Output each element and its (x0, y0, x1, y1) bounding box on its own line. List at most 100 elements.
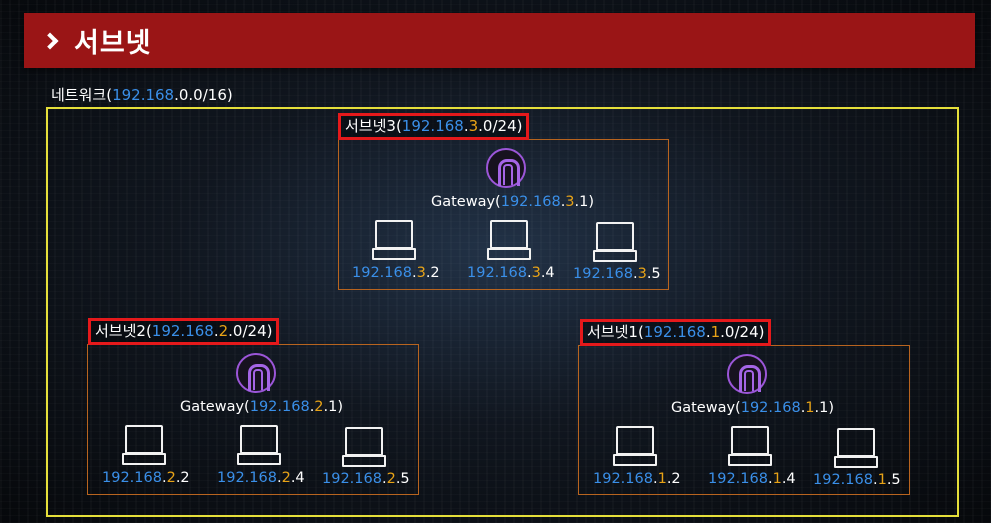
gateway-router-icon (236, 353, 276, 393)
host-ip-dot: . (872, 472, 878, 488)
subnet-1-gateway-label: Gateway(192.168.1.1) (671, 400, 834, 416)
host-ip-network-part: 192.168 (217, 470, 277, 486)
host-ip-subnet-part: 2 (281, 470, 291, 486)
subnet-3-host-2-label: 192.168.3.4 (467, 265, 555, 281)
host-ip-subnet-part: 3 (637, 266, 647, 282)
host-ip-subnet-part: 2 (166, 470, 176, 486)
subnet-label-ip-subnet-part: 2 (218, 322, 229, 340)
computer-monitor-icon (593, 222, 637, 262)
subnet-label-ip-network-part: 192.168 (401, 117, 464, 135)
host-ip-host-part: .5 (395, 471, 410, 487)
network-label-ip-network-part: 192.168 (112, 86, 175, 104)
subnet-2-host-1-label: 192.168.2.2 (102, 470, 190, 486)
gateway-label-suffix: .1) (574, 194, 595, 210)
subnet-2-host-2-label: 192.168.2.4 (217, 470, 305, 486)
host-ip-subnet-part: 1 (772, 471, 782, 487)
subnet-label-prefix: 서브넷2( (95, 322, 152, 340)
network-label: 네트워크(192.168.0.0/16) (51, 84, 233, 105)
host-ip-dot: . (381, 471, 387, 487)
gateway-ip-subnet-part: 2 (314, 399, 324, 415)
subnet-3-label: 서브넷3(192.168.3.0/24) (338, 113, 530, 140)
gateway-ip-dot: . (309, 399, 315, 415)
host-ip-network-part: 192.168 (708, 471, 768, 487)
host-ip-network-part: 192.168 (593, 471, 653, 487)
computer-monitor-icon (342, 427, 386, 467)
host-ip-dot: . (526, 265, 532, 281)
host-ip-dot: . (276, 470, 282, 486)
subnet-label-prefix: 서브넷1( (587, 323, 644, 341)
computer-monitor-icon (372, 220, 416, 260)
gateway-label-suffix: .1) (814, 400, 835, 416)
subnet-2-host-3-label: 192.168.2.5 (322, 471, 410, 487)
subnet-label-ip-subnet-part: 1 (710, 323, 721, 341)
computer-monitor-icon (728, 426, 772, 466)
host-ip-subnet-part: 3 (531, 265, 541, 281)
gateway-label-prefix: Gateway( (180, 399, 250, 415)
host-ip-dot: . (632, 266, 638, 282)
chevron-right-icon (41, 32, 59, 49)
subnet-label-dot: . (705, 323, 711, 341)
host-ip-dot: . (652, 471, 658, 487)
host-ip-network-part: 192.168 (102, 470, 162, 486)
subnet-label-prefix: 서브넷3( (345, 117, 402, 135)
host-ip-subnet-part: 1 (877, 472, 887, 488)
gateway-ip-network-part: 192.168 (740, 400, 801, 416)
host-ip-host-part: .4 (781, 471, 796, 487)
host-ip-host-part: .4 (290, 470, 305, 486)
subnet-label-ip-network-part: 192.168 (643, 323, 706, 341)
subnet-1-host-1-label: 192.168.1.2 (593, 471, 681, 487)
subnet-3-host-1-label: 192.168.3.2 (352, 265, 440, 281)
subnet-label-suffix: .0/24) (720, 323, 765, 341)
gateway-ip-network-part: 192.168 (500, 194, 561, 210)
gateway-ip-subnet-part: 3 (565, 194, 575, 210)
subnet-label-ip-network-part: 192.168 (151, 322, 214, 340)
host-ip-dot: . (767, 471, 773, 487)
computer-monitor-icon (613, 426, 657, 466)
subnet-1-label: 서브넷1(192.168.1.0/24) (580, 319, 772, 346)
gateway-router-icon (727, 354, 767, 394)
computer-monitor-icon (834, 428, 878, 468)
host-ip-host-part: .4 (540, 265, 555, 281)
subnet-1-host-2-label: 192.168.1.4 (708, 471, 796, 487)
network-label-suffix: .0.0/16) (174, 86, 233, 104)
host-ip-host-part: .2 (425, 265, 440, 281)
host-ip-host-part: .2 (666, 471, 681, 487)
subnet-2-gateway-label: Gateway(192.168.2.1) (180, 399, 343, 415)
host-ip-subnet-part: 2 (386, 471, 396, 487)
subnet-label-ip-subnet-part: 3 (468, 117, 479, 135)
host-ip-network-part: 192.168 (467, 265, 527, 281)
subnet-label-suffix: .0/24) (228, 322, 273, 340)
gateway-label-prefix: Gateway( (671, 400, 741, 416)
host-ip-host-part: .5 (886, 472, 901, 488)
page-title: 서브넷 (74, 28, 152, 59)
host-ip-host-part: .5 (646, 266, 661, 282)
host-ip-network-part: 192.168 (322, 471, 382, 487)
subnet-2-label: 서브넷2(192.168.2.0/24) (88, 318, 280, 345)
subnet-3-host-3-label: 192.168.3.5 (573, 266, 661, 282)
host-ip-host-part: .2 (175, 470, 190, 486)
computer-monitor-icon (487, 220, 531, 260)
host-ip-subnet-part: 3 (416, 265, 426, 281)
gateway-ip-subnet-part: 1 (805, 400, 815, 416)
computer-monitor-icon (122, 425, 166, 465)
gateway-ip-dot: . (800, 400, 806, 416)
subnet-1-host-3-label: 192.168.1.5 (813, 472, 901, 488)
host-ip-network-part: 192.168 (813, 472, 873, 488)
gateway-label-prefix: Gateway( (431, 194, 501, 210)
network-label-prefix: 네트워크( (51, 86, 113, 104)
title-bar: 서브넷 (24, 13, 975, 68)
gateway-label-suffix: .1) (323, 399, 344, 415)
computer-monitor-icon (237, 425, 281, 465)
subnet-label-suffix: .0/24) (478, 117, 523, 135)
subnet-3-gateway-label: Gateway(192.168.3.1) (431, 194, 594, 210)
host-ip-subnet-part: 1 (657, 471, 667, 487)
gateway-router-icon (486, 148, 526, 188)
gateway-ip-network-part: 192.168 (249, 399, 310, 415)
subnet-label-dot: . (213, 322, 219, 340)
network-boundary (46, 107, 959, 517)
host-ip-network-part: 192.168 (352, 265, 412, 281)
gateway-ip-dot: . (560, 194, 566, 210)
host-ip-network-part: 192.168 (573, 266, 633, 282)
host-ip-dot: . (161, 470, 167, 486)
